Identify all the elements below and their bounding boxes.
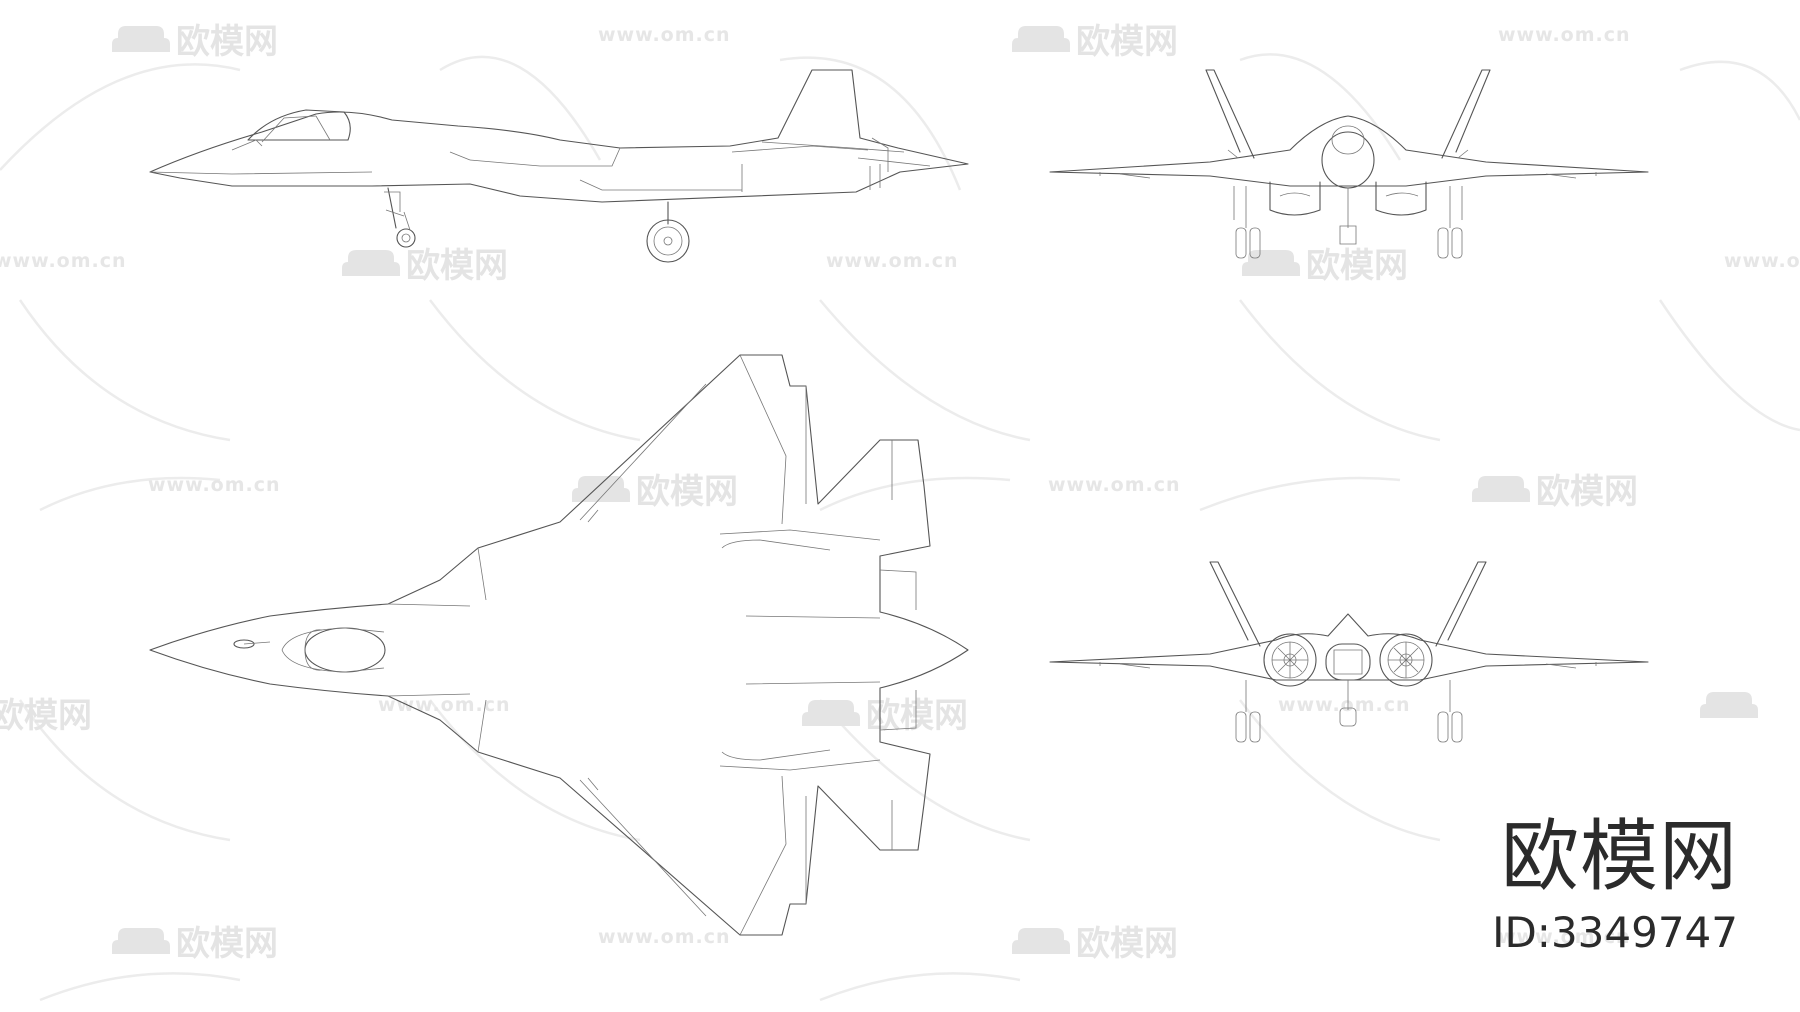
watermark-logo-text: 欧模网 (0, 696, 92, 736)
sofa-logo-icon (1472, 475, 1530, 502)
watermark-url: www.om.cn (598, 926, 731, 948)
sofa-logo-icon (112, 927, 170, 954)
sofa-logo-icon (802, 699, 860, 726)
side-view (149, 69, 969, 263)
watermark-url: www.om.cn (826, 250, 959, 272)
watermark-logo-text: 欧模网 (1536, 472, 1638, 512)
sofa-logo-icon (1012, 927, 1070, 954)
watermark-logo: 欧模网 (1472, 464, 1638, 513)
watermark-logo: 欧模网 (112, 14, 278, 63)
watermark-url: www.om.cn (598, 24, 731, 46)
sofa-logo-icon (1242, 249, 1300, 276)
watermark-logo-text: 欧模网 (866, 696, 968, 736)
brand-id-label: ID:3349747 (1492, 908, 1738, 957)
front-view (1049, 69, 1649, 259)
watermark-logo: 欧模网 (802, 688, 968, 737)
top-view (149, 354, 969, 936)
watermark-logo-text: 欧模网 (1076, 22, 1178, 62)
brand-name: 欧模网 (1500, 812, 1738, 902)
sofa-logo-icon (1012, 25, 1070, 52)
watermark-logo: 欧模网 (342, 238, 508, 287)
watermark-url: www.om.cn (0, 250, 127, 272)
watermark-logo: 欧模网 (1012, 916, 1178, 965)
watermark-logo-text: 欧模网 (176, 924, 278, 964)
watermark-url: www.om.cn (1498, 24, 1631, 46)
watermark-logo-text: 欧模网 (1076, 924, 1178, 964)
watermark-logo-text: 欧模网 (176, 22, 278, 62)
watermark-url: www.om.cn (1498, 926, 1631, 948)
watermark-logo: 欧模网 (112, 916, 278, 965)
sofa-logo-icon (112, 25, 170, 52)
watermark-logo: 欧模网 (1012, 14, 1178, 63)
watermark-logo-text: 欧模网 (1306, 246, 1408, 286)
watermark-logo (1700, 688, 1758, 722)
watermark-logo-text: 欧模网 (406, 246, 508, 286)
watermark-url: www.om.cn (148, 474, 281, 496)
watermark-url: www.om.cn (1048, 474, 1181, 496)
watermark-logo: 欧模网 (1242, 238, 1408, 287)
sofa-logo-icon (1700, 692, 1758, 718)
watermark-logo: 欧模网 (572, 464, 738, 513)
watermark-url: www.om.cn (1278, 694, 1411, 716)
sofa-logo-icon (342, 249, 400, 276)
watermark-logo-text: 欧模网 (636, 472, 738, 512)
watermark-url: www.om.cn (378, 694, 511, 716)
watermark-url: www.om.cn (1724, 250, 1800, 272)
rear-view (1049, 561, 1649, 743)
watermark-logo: 欧模网 (0, 688, 92, 737)
